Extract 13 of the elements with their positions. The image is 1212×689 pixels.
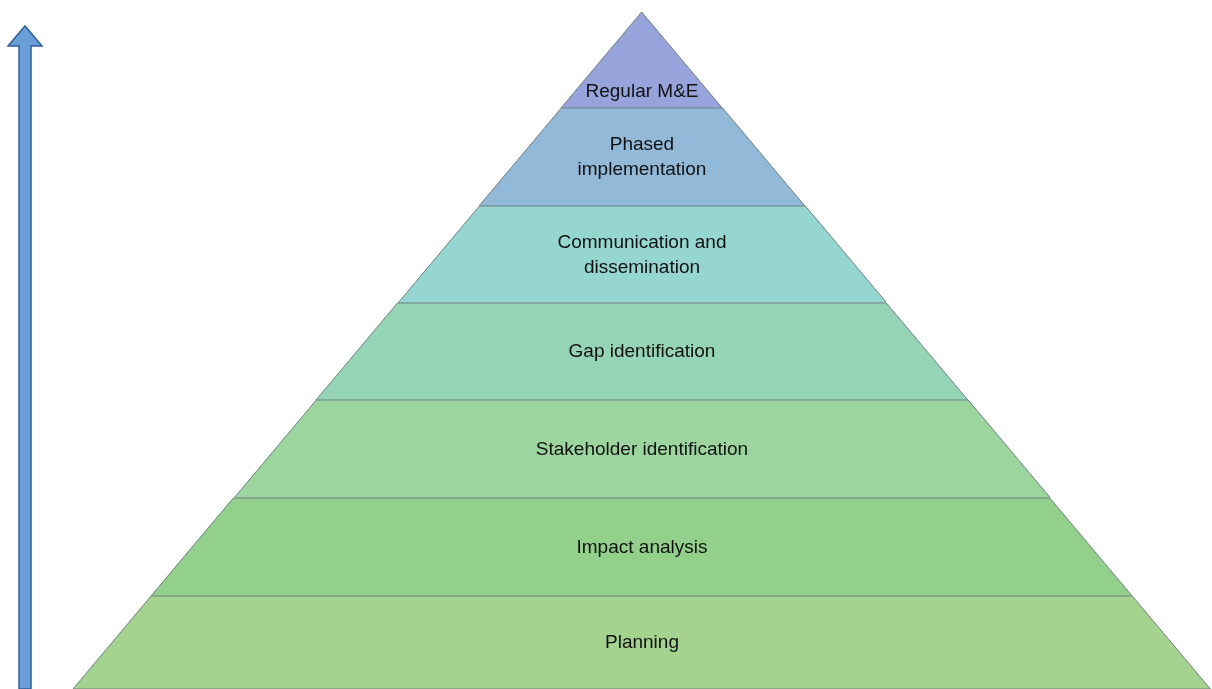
pyramid-tier [151,498,1133,596]
pyramid-tier [316,303,968,400]
tier-label: Gap identification [568,339,716,364]
tier-label: Communication and dissemination [556,229,728,279]
tier-label: Regular M&E [585,79,699,104]
pyramid-tier [233,400,1051,498]
tier-label: Stakeholder identification [535,436,749,461]
pyramid-tier [73,596,1211,689]
tier-label: Impact analysis [576,534,708,559]
tier-label: Phased implementation [576,132,708,181]
pyramid-tier [479,108,805,206]
tier-label: Planning [605,630,679,655]
pyramid-tier [397,206,887,303]
